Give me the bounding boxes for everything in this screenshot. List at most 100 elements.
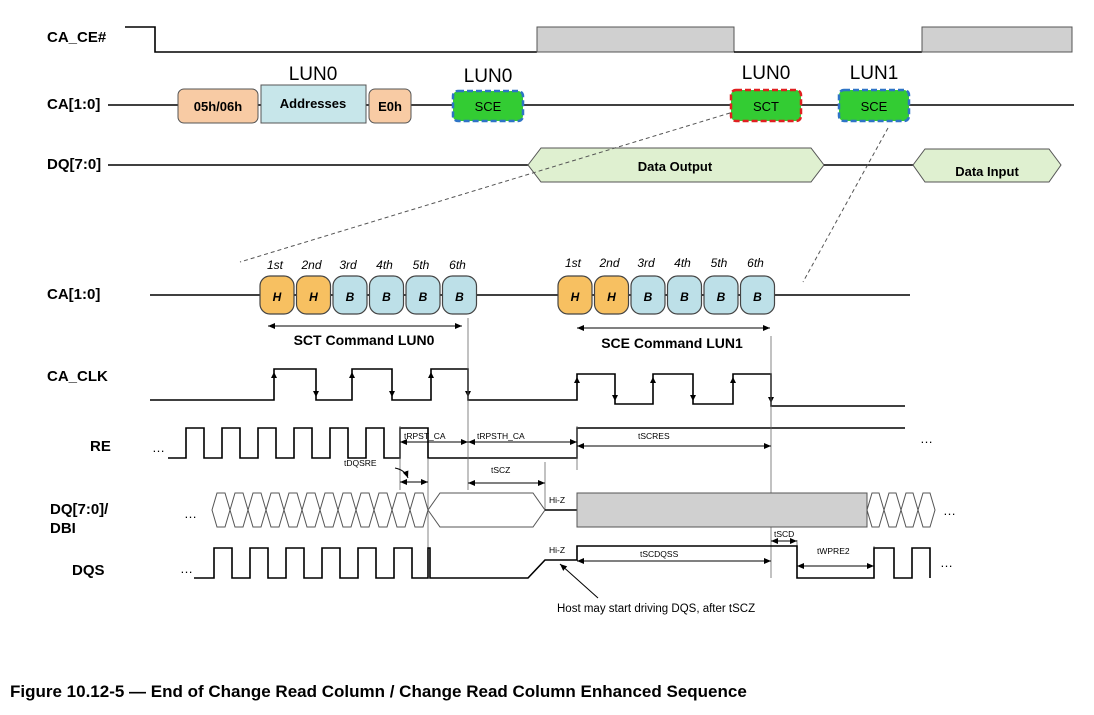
dq-data-cell [883,492,902,528]
sce-cycle-ordinal: 5th [711,256,728,270]
sce-cycle-box [666,275,703,315]
annotation-text: Host may start driving DQS, after tSCZ [557,603,755,615]
sct-command-label: SCT Command LUN0 [294,332,435,348]
dq-data-cell [229,492,249,528]
dq-gray-region [576,492,868,528]
sct-cycle-letter: B [382,290,391,304]
dq-data-cell [355,492,375,528]
sce-cycle-ordinal: 3rd [637,256,655,270]
sct-cycle-ordinal: 1st [267,258,284,272]
sce-cycle-letter: B [753,290,762,304]
sct-cycle-ordinal: 2nd [300,258,321,272]
signal-ca-top: CA[1:0] [47,96,100,113]
timing-twpre2: tWPRE2 [817,546,850,556]
dqs-ellipsis-right: … [940,555,953,570]
dq-ellipsis-right: … [943,503,956,518]
signal-dq-dbi-line2: DBI [50,520,76,537]
sce-cycle-letter: B [680,290,689,304]
timing-tscd: tSCD [774,529,794,539]
svg-text:E0h: E0h [378,99,402,114]
ca-ce-waveform [125,26,1073,53]
sct-cycle-letter: B [346,290,355,304]
sct-cycle-letter: B [419,290,428,304]
sce-command-label: SCE Command LUN1 [601,335,743,351]
sct-cycle-box [295,275,332,315]
dq-data-cell [337,492,357,528]
re-ellipsis-left: … [152,440,165,455]
dq-data-cell [283,492,303,528]
dq-data-cell [900,492,919,528]
sct-cycle-box [441,275,478,315]
clk-edge-arrows [271,372,774,403]
dqs-waveform [194,545,931,579]
dq-data-cell [409,492,429,528]
signal-ca-clk: CA_CLK [47,368,108,385]
lun-label-sce2: LUN1 [850,63,899,84]
zoom-line-left [239,112,731,263]
sct-cycle-letter: H [309,290,318,304]
sce-cycle-box [630,275,666,315]
dq-data-cell [211,492,231,528]
sct-cycle-box [332,275,368,315]
sct-cycle-box [405,275,441,315]
dq-ellipsis-left: … [184,506,197,521]
sce-box-lun0: SCE [451,89,525,123]
timing-hiz-dq: Hi-Z [549,495,565,505]
ca-clk-waveform [150,368,905,407]
timing-tscdqss: tSCDQSS [640,549,679,559]
sct-cycle-ordinal: 4th [376,258,393,272]
dq-turnaround-cell [427,492,546,528]
timing-trpsth-ca: tRPSTH_CA [477,431,525,441]
data-input-label: Data Input [955,164,1019,179]
sce-cycle-letter: H [607,290,616,304]
sce-cycle-ordinal: 6th [747,256,764,270]
dq-data-cell [391,492,411,528]
sct-cycle-ordinal: 3rd [339,258,357,272]
sce-cycle-box [739,275,776,315]
timing-tdqsre: tDQSRE [344,458,377,468]
cmd-05h-box: 05h/06h [177,88,259,124]
dq-data-cell [373,492,393,528]
svg-text:05h/06h: 05h/06h [194,99,242,114]
figure-caption: Figure 10.12-5 — End of Change Read Colu… [10,682,747,701]
sce-cycle-box [557,275,593,315]
sce-cycle-letter: B [717,290,726,304]
sce-cycle-letter: B [644,290,653,304]
signal-re: RE [90,438,111,455]
sct-box-lun0: SCT [729,88,803,123]
signal-ca-ce: CA_CE# [47,29,107,46]
sct-cycle-letter: B [455,290,464,304]
sce-cycle-ordinal: 4th [674,256,691,270]
signal-ca-detail: CA[1:0] [47,286,100,303]
timing-hiz-dqs: Hi-Z [549,545,565,555]
sct-cycle-ordinal: 6th [449,258,466,272]
timing-tscz: tSCZ [491,465,510,475]
sce-cycle-letter: H [571,290,580,304]
svg-text:Addresses: Addresses [280,96,346,111]
sce-cycle-ordinal: 2nd [598,256,619,270]
signal-dq-dbi-line1: DQ[7:0]/ [50,501,109,518]
sce-cycle-ordinal: 1st [565,256,582,270]
sce-box-lun1: SCE [837,88,911,123]
e0h-box: E0h [368,88,412,124]
dq-data-cell [265,492,285,528]
signal-dqs: DQS [72,562,105,579]
sct-cycle-box [368,275,405,315]
re-ellipsis-right: … [920,431,933,446]
dq-data-cells [211,492,429,528]
sce-cycle-box [593,275,630,315]
sce-cycle-box [703,275,739,315]
dq-data-cell [319,492,339,528]
reference-lines [399,318,875,578]
data-output-label: Data Output [638,159,713,174]
svg-text:SCT: SCT [753,99,779,114]
sct-cycle-box [259,275,295,315]
dq-data-cells-right [866,492,936,528]
re-waveform [168,427,905,459]
dq-data-cell [866,492,885,528]
annotation-arrow [559,563,599,599]
lun-label-sce1: LUN0 [464,66,513,87]
sct-cycle-ordinal: 5th [413,258,430,272]
signal-dq-top: DQ[7:0] [47,156,101,173]
